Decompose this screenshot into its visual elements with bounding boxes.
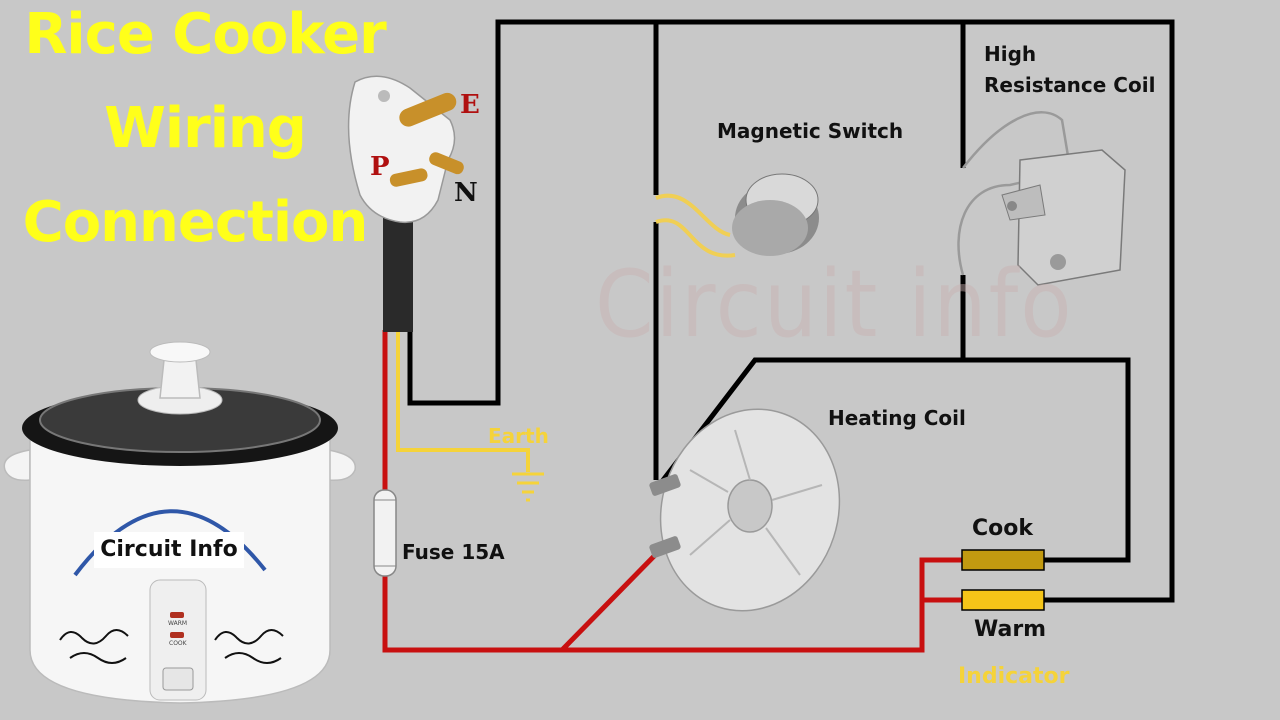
title-line-1: Rice Cooker xyxy=(24,2,386,67)
neutral-wire-plug-to-top xyxy=(407,19,1175,603)
label-earth: Earth xyxy=(488,424,549,448)
rice-cooker xyxy=(3,341,356,704)
neutral-wires xyxy=(407,19,1175,603)
label-cook: Cook xyxy=(972,516,1034,541)
earth-symbol xyxy=(512,472,544,502)
phase-pin xyxy=(389,168,428,187)
cook-lamp xyxy=(961,549,1045,571)
phase-wire-to-heater xyxy=(560,543,667,652)
cooker-left-handle xyxy=(3,449,31,482)
neutral-wire-heater-to-cook-lamp xyxy=(655,357,1131,563)
plug-cable xyxy=(383,210,413,332)
title-line-2: Wiring xyxy=(104,96,307,161)
cooker-brand-label: Circuit Info xyxy=(94,532,244,568)
watermark: Circuit info xyxy=(595,250,1074,358)
phase-wires xyxy=(382,330,962,653)
label-indicator: Indicator xyxy=(958,664,1070,689)
phase-wire-to-cook-lamp xyxy=(919,557,962,600)
label-magnetic-switch: Magnetic Switch xyxy=(717,119,904,143)
phase-wire-fuse-to-bottom xyxy=(382,575,962,653)
plug-label-neutral: N xyxy=(454,178,478,208)
cooker-switch xyxy=(162,667,194,691)
fuse xyxy=(373,489,397,577)
label-fuse: Fuse 15A xyxy=(402,540,505,564)
label-resistance-coil: Resistance Coil xyxy=(984,73,1156,97)
cooker-decor xyxy=(59,629,284,664)
earth-wire xyxy=(396,330,530,472)
warm-lamp xyxy=(961,589,1045,611)
plug-screw xyxy=(378,90,390,102)
cooker-warm-label: WARM xyxy=(168,620,188,627)
cooker-right-handle xyxy=(327,449,356,482)
magnetic-switch xyxy=(655,173,819,258)
heating-coil xyxy=(649,408,841,612)
label-heating-coil: Heating Coil xyxy=(828,406,966,430)
cooker-cook-label: COOK xyxy=(169,640,187,647)
indicator-lamps xyxy=(961,549,1045,611)
plug-label-phase: P xyxy=(370,152,390,182)
label-warm: Warm xyxy=(974,617,1047,642)
label-high: High xyxy=(984,42,1037,66)
neutral-pin xyxy=(429,152,464,175)
high-resistance-coil xyxy=(957,111,1126,286)
power-plug xyxy=(347,75,464,332)
plug-label-earth: E xyxy=(460,90,480,120)
earth-pin xyxy=(399,92,457,127)
title-line-3: Connection xyxy=(22,190,369,255)
